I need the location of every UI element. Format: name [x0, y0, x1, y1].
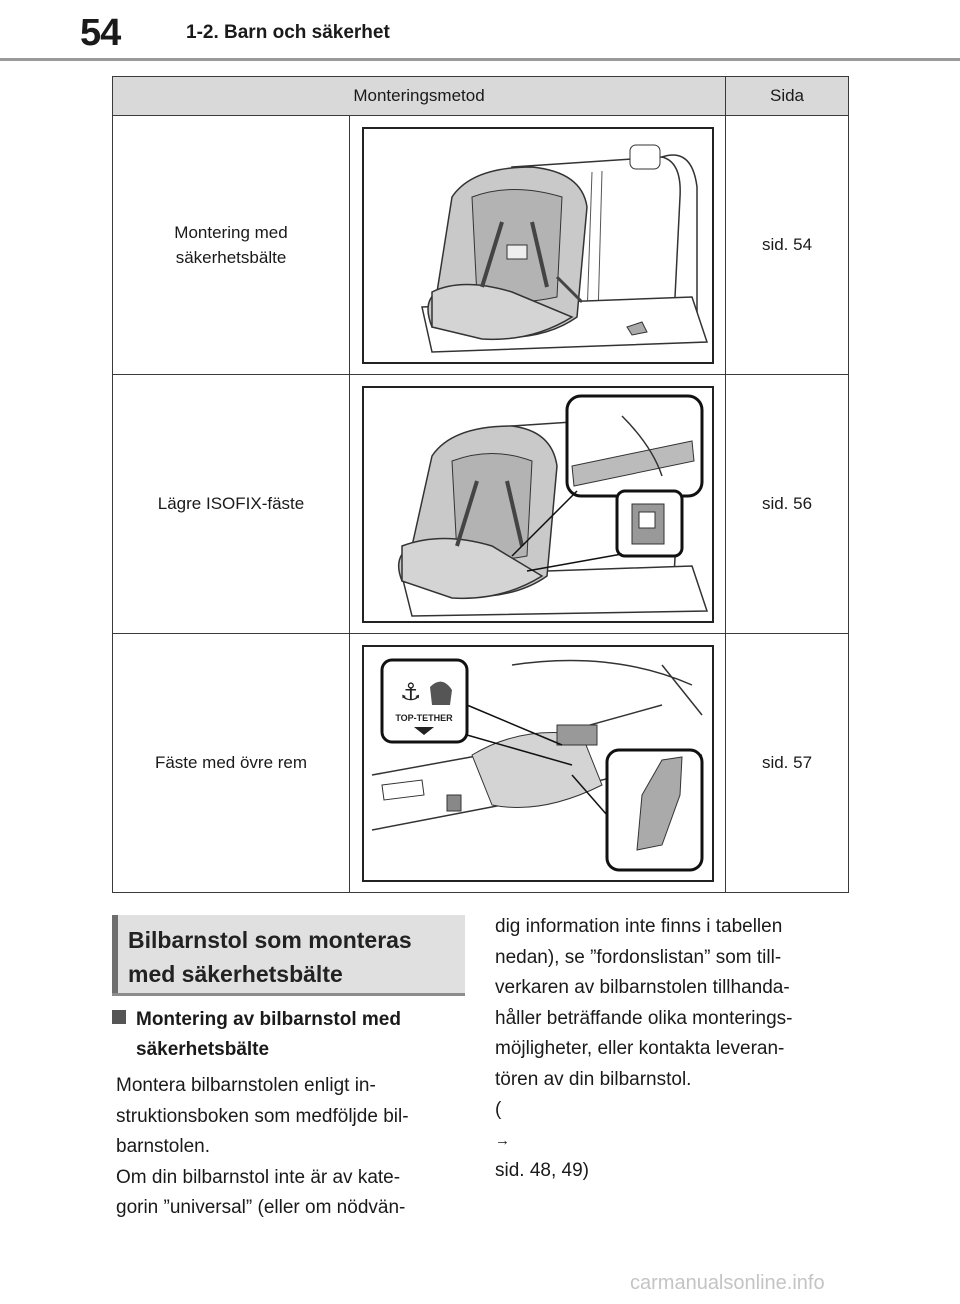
body-line: gorin ”universal” (eller om nödvän- [116, 1197, 406, 1218]
square-bullet-icon [112, 1010, 126, 1024]
method-label: Lägre ISOFIX-fäste [112, 374, 350, 634]
section-heading: Bilbarnstol som monteras med säkerhetsbä… [128, 923, 458, 991]
page-reference: sid. 56 [725, 374, 849, 634]
illustration-cell: ⚓ TOP-TETHER [349, 633, 726, 893]
method-label: Fäste med övre rem [112, 633, 350, 893]
body-line: tören av din bilbarnstol. [495, 1068, 692, 1090]
subheading: Montering av bilbarnstol med säkerhetsbä… [112, 1005, 472, 1065]
body-line: Om din bilbarnstol inte är av kate- [116, 1166, 401, 1188]
illustration-cell [349, 374, 726, 634]
table-row: Montering med säkerhetsbälte [112, 115, 849, 375]
mounting-method-table: Monteringsmetod Sida Montering med säker… [112, 76, 849, 893]
section-heading-line: med säkerhetsbälte [128, 961, 343, 987]
table-row: Fäste med övre rem ⚓ TOP-TETHER [112, 633, 849, 893]
ref-open: ( [495, 1099, 502, 1120]
arrow-right-icon: → [495, 1131, 510, 1149]
section-heading-box: Bilbarnstol som monteras med säkerhetsbä… [112, 915, 465, 996]
method-text: Montering med säkerhetsbälte [174, 222, 288, 268]
header-method: Monteringsmetod [112, 76, 726, 116]
seatbelt-child-seat-illustration [361, 126, 714, 364]
body-line: nedan), se ”fordonslistan” som till- [495, 946, 782, 968]
body-line: verkaren av bilbarnstolen tillhanda- [495, 977, 790, 998]
page-reference: sid. 57 [725, 633, 849, 893]
body-text-left: Montera bilbarnstolen enligt in- strukti… [116, 1071, 476, 1224]
page-reference: sid. 54 [725, 115, 849, 375]
page-cross-reference[interactable]: ( → sid. 48, 49) [495, 1095, 855, 1187]
header-rule [0, 58, 960, 61]
section-heading-line: Bilbarnstol som monteras [128, 927, 412, 953]
body-line: möjligheter, eller kontakta leveran- [495, 1038, 785, 1059]
body-line: struktionsboken som medföljde bil- [116, 1105, 409, 1127]
table-row: Lägre ISOFIX-fäste [112, 374, 849, 634]
heading-accent-bar [112, 915, 118, 993]
watermark: carmanualsonline.info [630, 1272, 825, 1294]
body-text-right: dig information inte finns i tabellen ne… [495, 912, 855, 1187]
subheading-line: Montering av bilbarnstol med [136, 1009, 401, 1030]
top-tether-label: TOP-TETHER [395, 713, 453, 723]
illustration-cell [349, 115, 726, 375]
body-line: Montera bilbarnstolen enligt in- [116, 1075, 376, 1096]
top-tether-illustration: ⚓ TOP-TETHER [361, 644, 714, 882]
ref-text: sid. 48, 49) [495, 1160, 589, 1181]
anchor-icon: ⚓ [400, 678, 422, 706]
page-number: 54 [80, 12, 121, 54]
method-label: Montering med säkerhetsbälte [112, 115, 350, 375]
section-title: 1-2. Barn och säkerhet [186, 22, 390, 43]
body-line: barnstolen. [116, 1136, 211, 1157]
body-line: håller beträffande olika monterings- [495, 1007, 793, 1029]
subheading-line: säkerhetsbälte [136, 1039, 270, 1060]
header-page: Sida [725, 76, 849, 116]
isofix-child-seat-illustration [361, 385, 714, 623]
body-line: dig information inte finns i tabellen [495, 916, 783, 937]
